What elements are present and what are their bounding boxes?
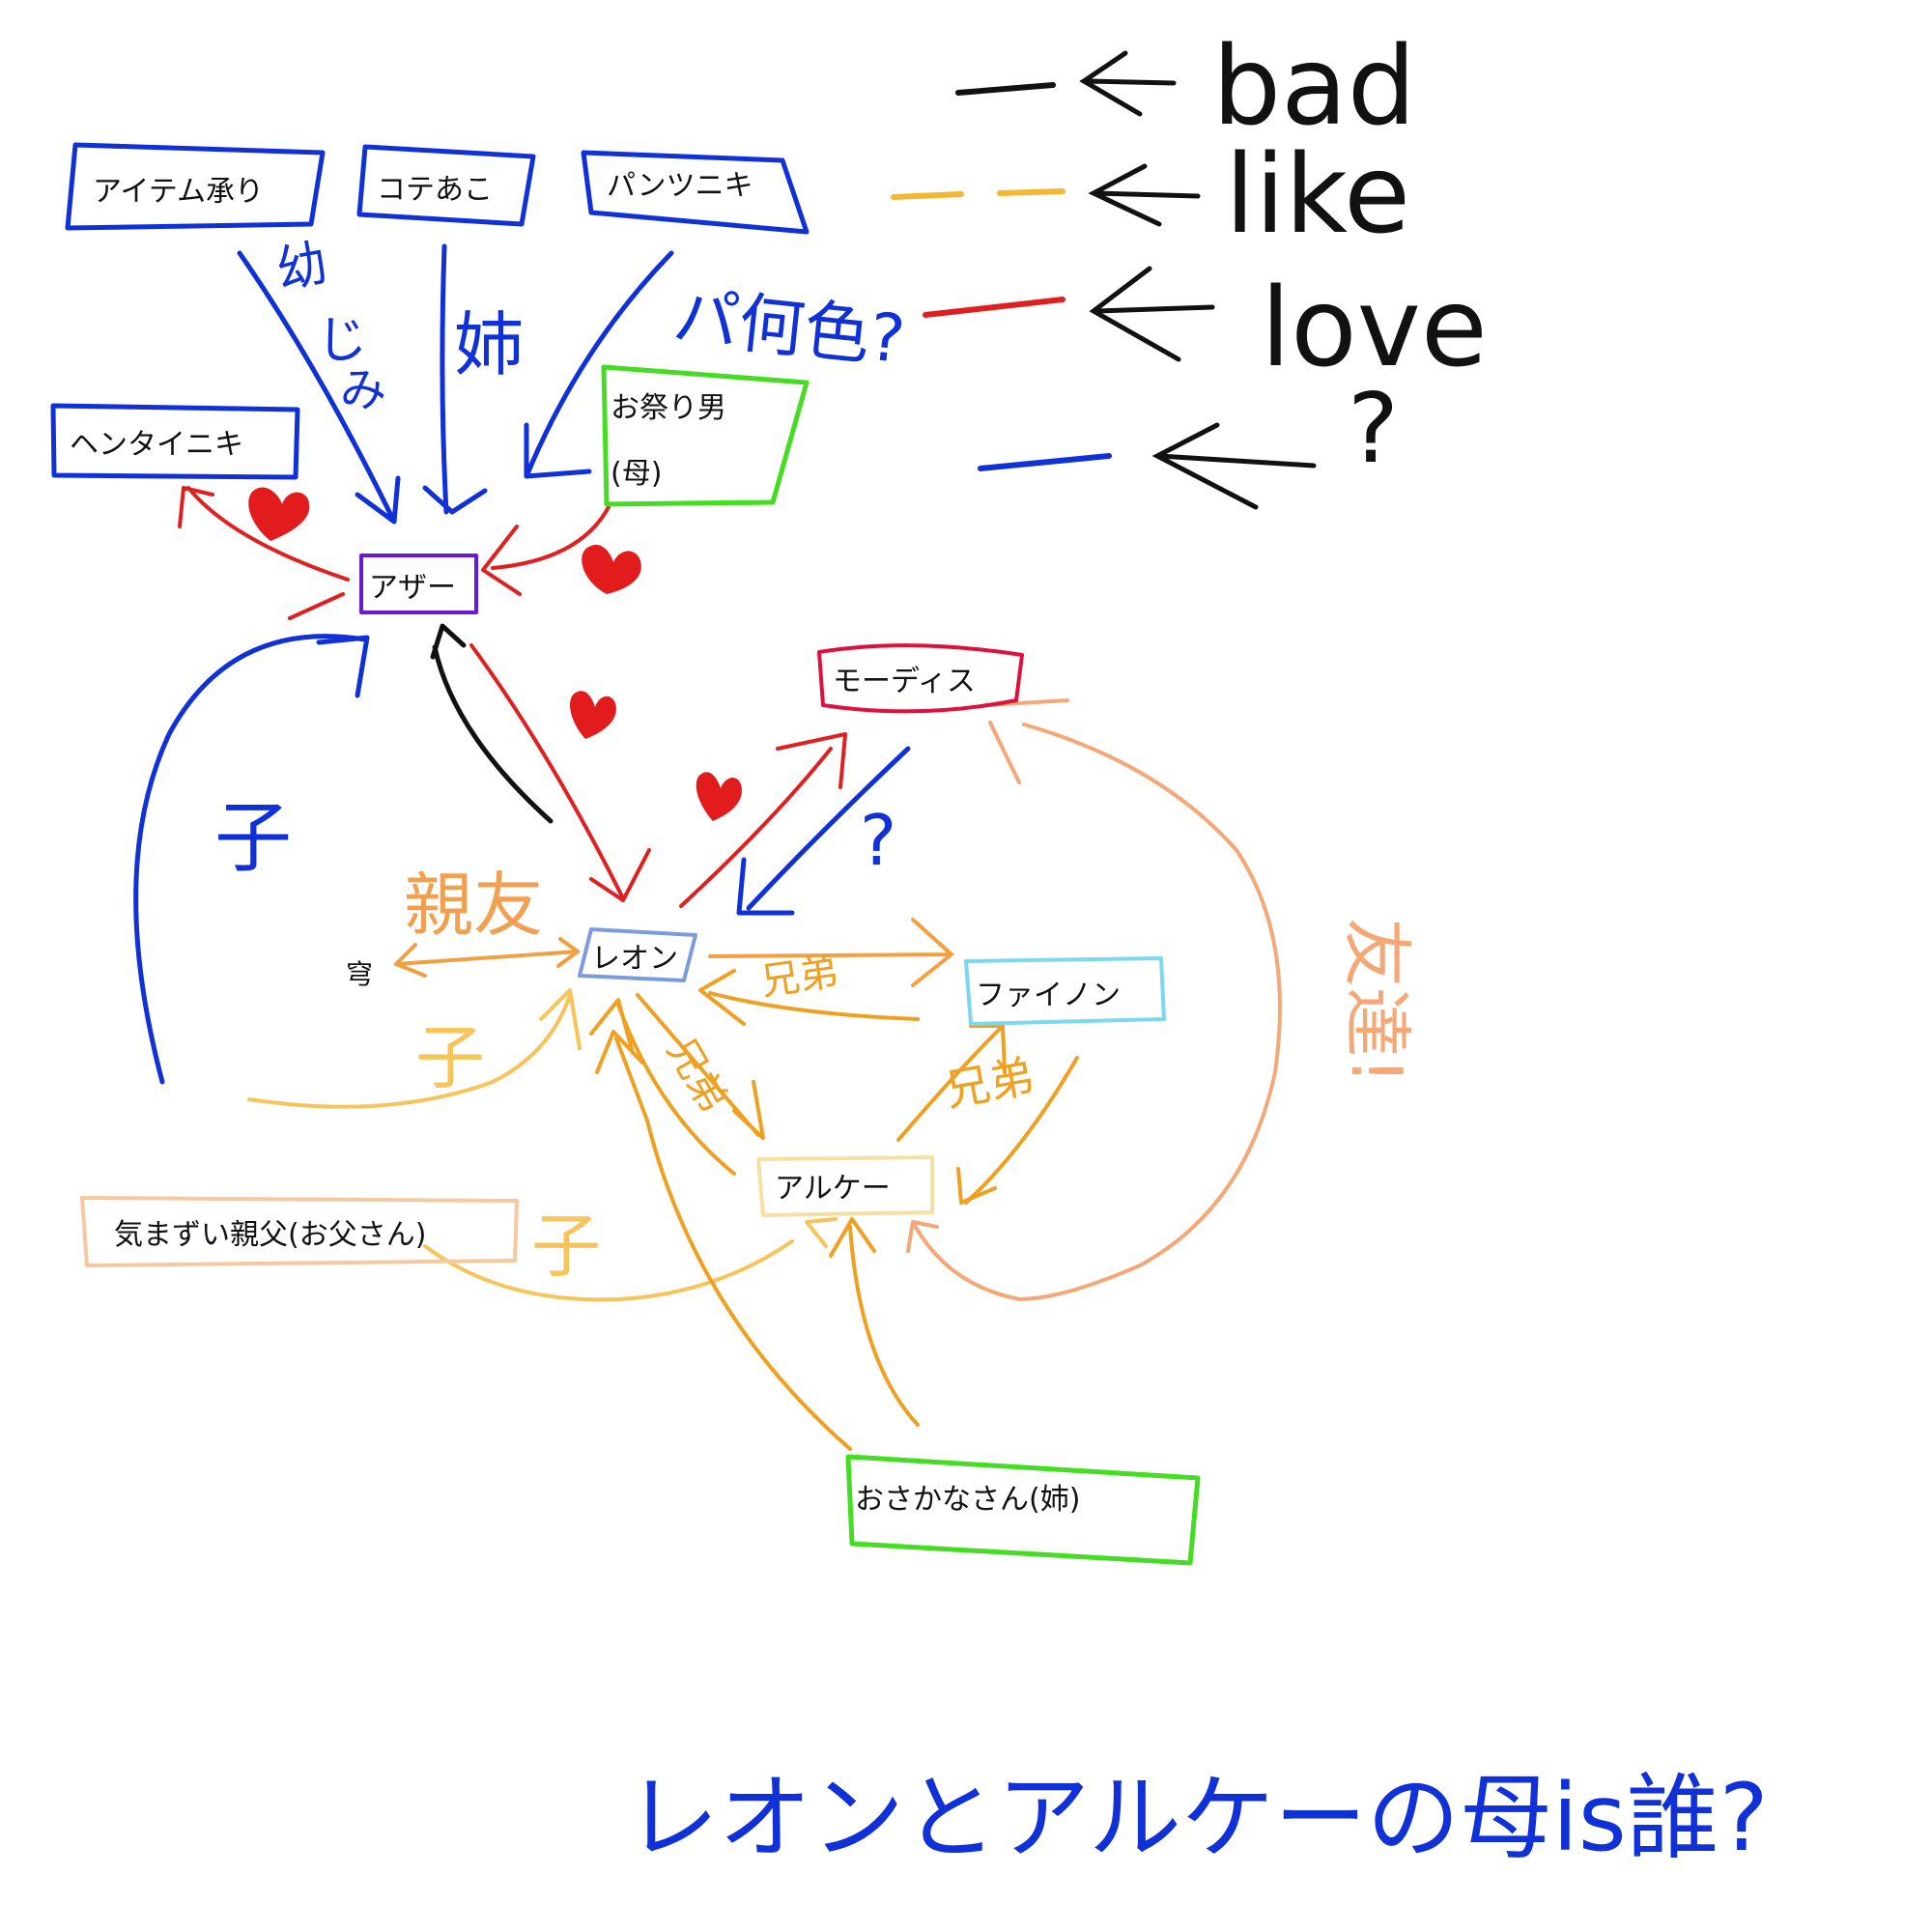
- edge-label-siblings-3: 兄弟: [942, 1050, 1038, 1117]
- node-kyu: 穹: [346, 958, 373, 990]
- node-phainon: ファイノン: [964, 956, 1166, 1026]
- node-fish: おさかなさん(姉): [845, 1454, 1201, 1566]
- node-label-festival: お祭り男: [611, 391, 726, 425]
- node-label-kyu: 穹: [346, 958, 373, 990]
- edge-label-child-left: 子: [214, 793, 292, 883]
- node-label-kote: コテあこ: [377, 173, 493, 207]
- legend-item-bad: bad: [955, 24, 1416, 150]
- node-label-modis: モーディス: [833, 665, 976, 698]
- edge-phainon-to-alke: [956, 1056, 1079, 1205]
- edge-modis-to-alke-friend: [906, 723, 1282, 1301]
- node-label-pants: パンツニキ: [607, 169, 753, 203]
- edge-alke-to-leon: [589, 998, 736, 1176]
- edge-modis-to-leon-unknown: [736, 746, 911, 916]
- node-label-fish: おさかなさん(姉): [855, 1483, 1080, 1517]
- edge-label-osananajimi-2: じ: [317, 312, 367, 370]
- node-modis: モーディス: [817, 643, 1024, 714]
- edge-leon-to-modis-love: [679, 732, 847, 908]
- edge-label-osananajimi-1: 幼: [272, 235, 332, 300]
- edge-other-to-hentai: [178, 486, 350, 582]
- edge-kote-to-other: [422, 243, 488, 515]
- legend-label-unknown: ?: [1348, 372, 1399, 485]
- edge-label-question-modis: ?: [860, 800, 896, 881]
- edge-other-to-leon-love: [469, 643, 651, 902]
- node-other: アザー: [359, 554, 478, 614]
- node-label-phainon: ファイノン: [976, 979, 1121, 1012]
- edge-alke-to-phainon: [896, 1024, 1007, 1142]
- node-label-hentai: ヘンタイニキ: [70, 428, 243, 462]
- node-pants: パンツニキ: [581, 150, 810, 235]
- node-label-item: アイテム承り: [93, 175, 264, 209]
- edge-pants-to-other: [524, 250, 674, 479]
- edge-leon-kyu-friend: [394, 937, 580, 978]
- node-label-other: アザー: [369, 571, 456, 605]
- node-label-alke: アルケー: [775, 1172, 891, 1206]
- node-leon: レオン: [578, 927, 697, 982]
- edge-label-siblings-1: 兄弟: [758, 950, 841, 1005]
- edge-label-pa-nanishoku: パ何色?: [669, 278, 908, 379]
- edge-label-ane: 姉: [454, 304, 524, 385]
- edge-fish-to-alke: [829, 1217, 920, 1427]
- nodes: アイテム承り コテあこ パンツニキ ヘンタイニキ お祭り男 (母) アザー: [50, 142, 1201, 1566]
- edge-leon-to-other-bad: [430, 623, 554, 824]
- node-item: アイテム承り: [65, 142, 326, 231]
- node-kote: コテあこ: [356, 144, 536, 227]
- edge-fish-to-leon: [595, 1030, 852, 1451]
- edge-leon-to-phainon: [708, 918, 953, 987]
- edge-item-to-other: [237, 250, 401, 525]
- legend: bad like love ?: [891, 24, 1488, 510]
- legend-item-unknown: ?: [978, 372, 1399, 510]
- heart-icon: [570, 691, 616, 739]
- node-label-father: 気まずい親父(お父さん): [114, 1218, 426, 1252]
- edge-label-friends: 友達!: [1336, 918, 1417, 1085]
- edge-child-loop-to-other: [133, 634, 370, 1085]
- legend-label-love: love: [1261, 266, 1488, 391]
- edge-festival-to-other: [481, 505, 611, 596]
- edge-label-osananajimi-3: み: [340, 363, 386, 417]
- legend-item-like: like: [891, 132, 1410, 258]
- heart-icon: [696, 772, 742, 821]
- edge-label-child-leon: 子: [415, 1017, 485, 1098]
- node-label-leon: レオン: [591, 942, 678, 976]
- edge-father-to-alke-child: [423, 1217, 838, 1302]
- heart-icon: [582, 544, 641, 594]
- edge-label-best-friend: 親友: [404, 865, 543, 946]
- node-alke: アルケー: [756, 1155, 934, 1217]
- edge-labels: 幼 じ み 姉 パ何色? 子 親友 子 子 兄弟 兄弟 兄弟 ? 友達!: [214, 235, 1417, 1287]
- legend-label-like: like: [1225, 132, 1410, 258]
- legend-item-love: love: [923, 266, 1488, 391]
- edge-phainon-to-leon: [698, 969, 920, 1026]
- node-festival: お祭り男 (母): [601, 364, 810, 507]
- bottom-question: レオンとアルケーの母is誰?: [626, 1764, 1769, 1872]
- heart-icon: [248, 487, 310, 541]
- hearts: [248, 487, 742, 821]
- edge-father-to-leon-child: [247, 988, 582, 1109]
- node-label-festival-mother: (母): [611, 457, 662, 491]
- edge-leon-to-alke: [636, 993, 765, 1140]
- node-father: 気まずい親父(お父さん): [80, 1196, 519, 1267]
- legend-label-bad: bad: [1212, 24, 1416, 150]
- edge-label-child-alke: 子: [531, 1206, 601, 1287]
- node-hentai: ヘンタイニキ: [50, 403, 300, 480]
- edges: [133, 243, 1282, 1451]
